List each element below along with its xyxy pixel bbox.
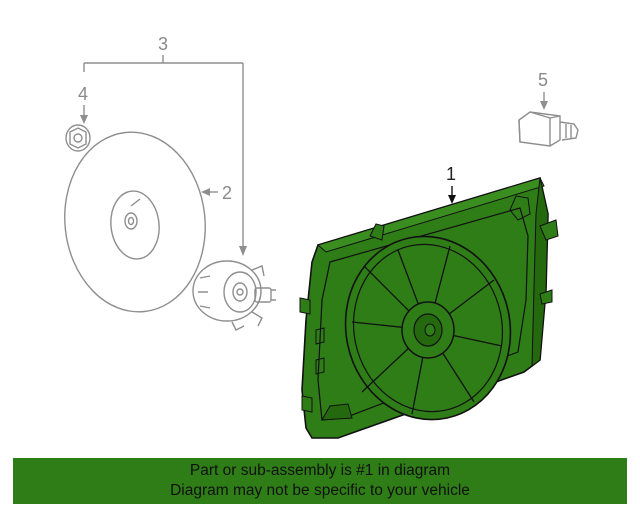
callout-2-leader <box>201 188 218 196</box>
fan-blade-part-2 <box>64 131 206 313</box>
fan-motor-part-3 <box>192 260 276 331</box>
callout-5[interactable]: 5 <box>538 70 548 90</box>
fan-shroud-part-1[interactable] <box>299 176 559 439</box>
callout-1[interactable]: 1 <box>446 164 456 184</box>
connector-part-5 <box>518 111 579 147</box>
banner-line-2: Diagram may not be specific to your vehi… <box>170 482 470 499</box>
callout-4-leader <box>80 105 88 124</box>
info-banner: Part or sub-assembly is #1 in diagram Di… <box>13 458 627 504</box>
parts-diagram: 3 4 2 <box>64 34 579 439</box>
callout-4[interactable]: 4 <box>78 84 88 104</box>
clip-part-4 <box>65 124 91 152</box>
callout-2[interactable]: 2 <box>222 183 232 203</box>
banner-line-1: Part or sub-assembly is #1 in diagram <box>189 462 451 479</box>
callout-5-leader <box>540 92 548 110</box>
callout-3[interactable]: 3 <box>158 34 168 54</box>
callout-1-leader <box>448 186 456 204</box>
callout-3-bracket <box>83 55 247 256</box>
